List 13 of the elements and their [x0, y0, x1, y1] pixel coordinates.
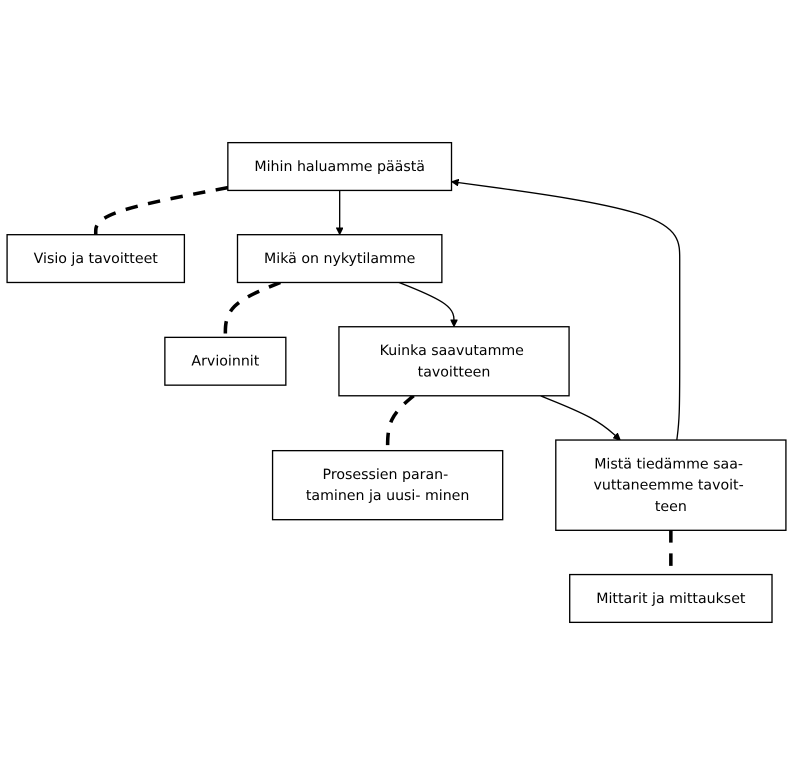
node-box: Arvioinnit	[164, 336, 286, 386]
arrow	[540, 395, 621, 440]
node-box: Mittarit ja mittaukset	[569, 574, 773, 624]
arrow	[451, 178, 680, 440]
arrow	[336, 190, 344, 236]
node-box: Visio ja tavoitteet	[6, 234, 186, 284]
node-box: Prosessien paran- taminen ja uusi- minen	[272, 450, 504, 520]
connector	[94, 186, 228, 235]
arrow	[398, 282, 458, 328]
node-box: Mikä on nykytilamme	[236, 234, 443, 284]
node-box: Mistä tiedämme saa- vuttaneemme tavoit- teen	[555, 439, 787, 531]
node-box: Mihin haluamme päästä	[227, 142, 452, 192]
node-box: Kuinka saavutamme tavoitteen	[338, 326, 570, 396]
